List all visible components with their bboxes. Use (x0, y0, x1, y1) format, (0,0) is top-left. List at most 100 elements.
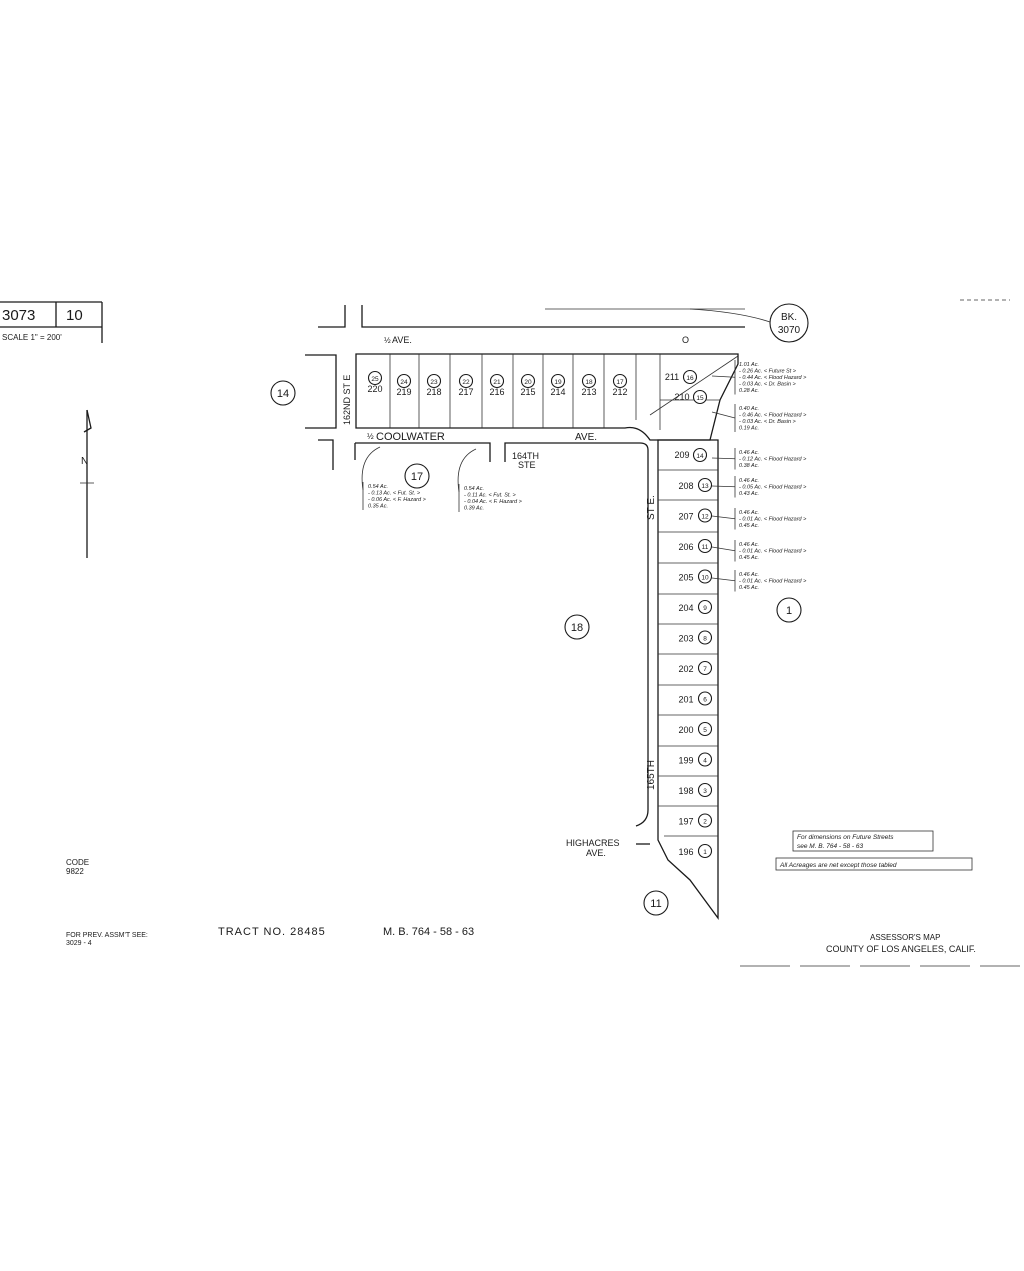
acreage-callout: 0.40 Ac.- 0.46 Ac. < Flood Hazard >- 0.0… (711, 404, 807, 432)
street-164th-label-b: STE (518, 460, 536, 470)
lot-circle (458, 373, 474, 389)
callout-line: 0.39 Ac. (464, 506, 484, 512)
callout-leader (361, 446, 381, 491)
lot-number: 216 (489, 387, 504, 397)
callout-line: - 0.03 Ac. < Dr. Basin > (739, 382, 797, 388)
lot-number: 205 (678, 573, 693, 583)
section-circle (776, 597, 802, 623)
lot-circle (697, 599, 713, 615)
callout-line: 0.45 Ac. (739, 585, 759, 591)
lot-number: 197 (678, 817, 693, 827)
lot-sub-number: 7 (703, 666, 707, 673)
section-circle (404, 463, 430, 489)
section-number: 1 (786, 605, 792, 617)
lot-circle (426, 373, 442, 389)
lot-number: 210 (674, 392, 689, 402)
map-notes: For dimensions on Future Streets see M. … (775, 830, 973, 871)
lot-number: 220 (367, 384, 382, 394)
lot-circle (697, 691, 713, 706)
lot-sub-number: 15 (696, 395, 704, 402)
acreage-callout: 0.46 Ac.- 0.01 Ac. < Flood Hazard >0.45 … (711, 570, 807, 592)
section-number: 17 (411, 471, 423, 483)
lot-number: 215 (520, 387, 535, 397)
callout-line: - 0.26 Ac. < Future St > (739, 369, 797, 375)
code-value: 9822 (66, 867, 84, 876)
lot-sub-number: 17 (616, 379, 624, 386)
lot-circle (692, 447, 708, 463)
lot-circle (692, 389, 708, 405)
lot-circle (697, 660, 713, 676)
lot-circle (697, 508, 713, 523)
lot-number: 203 (678, 634, 693, 644)
acreage-callout: 0.54 Ac.- 0.13 Ac. < Fut. St. >- 0.06 Ac… (361, 446, 427, 510)
tract-number: TRACT NO. 28485 (218, 926, 326, 938)
callout-line: - 0.04 Ac. < F. Hazard > (464, 499, 523, 505)
lot-sub-number: 5 (703, 727, 707, 734)
callout-line: 0.46 Ac. (739, 510, 759, 516)
callout-line: - 0.11 Ac. < Fut. St. > (464, 493, 516, 499)
lot-number: 219 (396, 387, 411, 397)
book-ref-top: BK. (781, 312, 797, 323)
assessor-map-label: ASSESSOR'S MAP (870, 933, 940, 942)
lot-sub-number: 3 (703, 788, 707, 795)
lot-sub-number: 16 (686, 375, 694, 382)
lot-number: 201 (678, 695, 693, 705)
north-arrow: N (80, 409, 94, 558)
lot-circle (697, 782, 713, 798)
lot-sub-number: 6 (703, 697, 707, 704)
map-footer: CODE 9822 FOR PREV. ASSM'T SEE: 3029 - 4… (66, 858, 1020, 967)
section-circle (270, 380, 296, 406)
callout-line: 0.19 Ac. (739, 426, 759, 432)
lot-number: 214 (550, 387, 565, 397)
section-circle (643, 890, 669, 916)
future-streets-note-a: For dimensions on Future Streets (797, 834, 894, 841)
coolwater-label: COOLWATER (376, 431, 445, 443)
lot-circle (612, 373, 628, 389)
lot-sub-number: 8 (703, 636, 707, 643)
callout-line: - 0.06 Ac. < F. Hazard > (368, 497, 427, 503)
prev-assessment-label: FOR PREV. ASSM'T SEE: (66, 932, 148, 939)
acreage-callout: 0.46 Ac.- 0.12 Ac. < Flood Hazard >0.38 … (711, 448, 807, 470)
callout-line: - 0.12 Ac. < Flood Hazard > (739, 457, 807, 463)
lot-number: 208 (678, 481, 693, 491)
callout-line: 1.01 Ac. (739, 362, 759, 368)
lot-number: 217 (458, 387, 473, 397)
callout-line: - 0.46 Ac. < Flood Hazard > (739, 413, 807, 419)
lot-circle (697, 721, 713, 737)
future-streets-note-b: see M. B. 764 - 58 - 63 (797, 843, 864, 850)
scale-label: SCALE 1" = 200' (2, 333, 62, 342)
callout-line: 0.45 Ac. (739, 555, 759, 561)
callout-line: 0.40 Ac. (739, 406, 759, 412)
map-header: 3073 10 SCALE 1" = 200' (0, 301, 103, 343)
acreage-callout: 0.46 Ac.- 0.01 Ac. < Flood Hazard >0.45 … (711, 508, 807, 530)
lot-circle (396, 373, 412, 389)
lot-circle (367, 370, 383, 386)
callout-line: - 0.01 Ac. < Flood Hazard > (739, 517, 807, 523)
lot-circle (697, 813, 713, 828)
coolwater-prefix: ½ (367, 432, 374, 441)
lot-sub-number: 24 (400, 379, 408, 386)
callout-line: - 0.01 Ac. < Flood Hazard > (739, 549, 807, 555)
callout-line: 0.35 Ac. (368, 504, 388, 510)
lot-number: 209 (674, 450, 689, 460)
lot-sub-number: 19 (554, 379, 562, 386)
acreage-callout: 0.54 Ac.- 0.11 Ac. < Fut. St. >- 0.04 Ac… (457, 448, 523, 512)
street-165th-label-b: ST E. (646, 495, 657, 520)
map-book-reference: M. B. 764 - 58 - 63 (383, 926, 474, 938)
book-number: 3073 (2, 307, 35, 324)
callout-leader (711, 515, 736, 520)
